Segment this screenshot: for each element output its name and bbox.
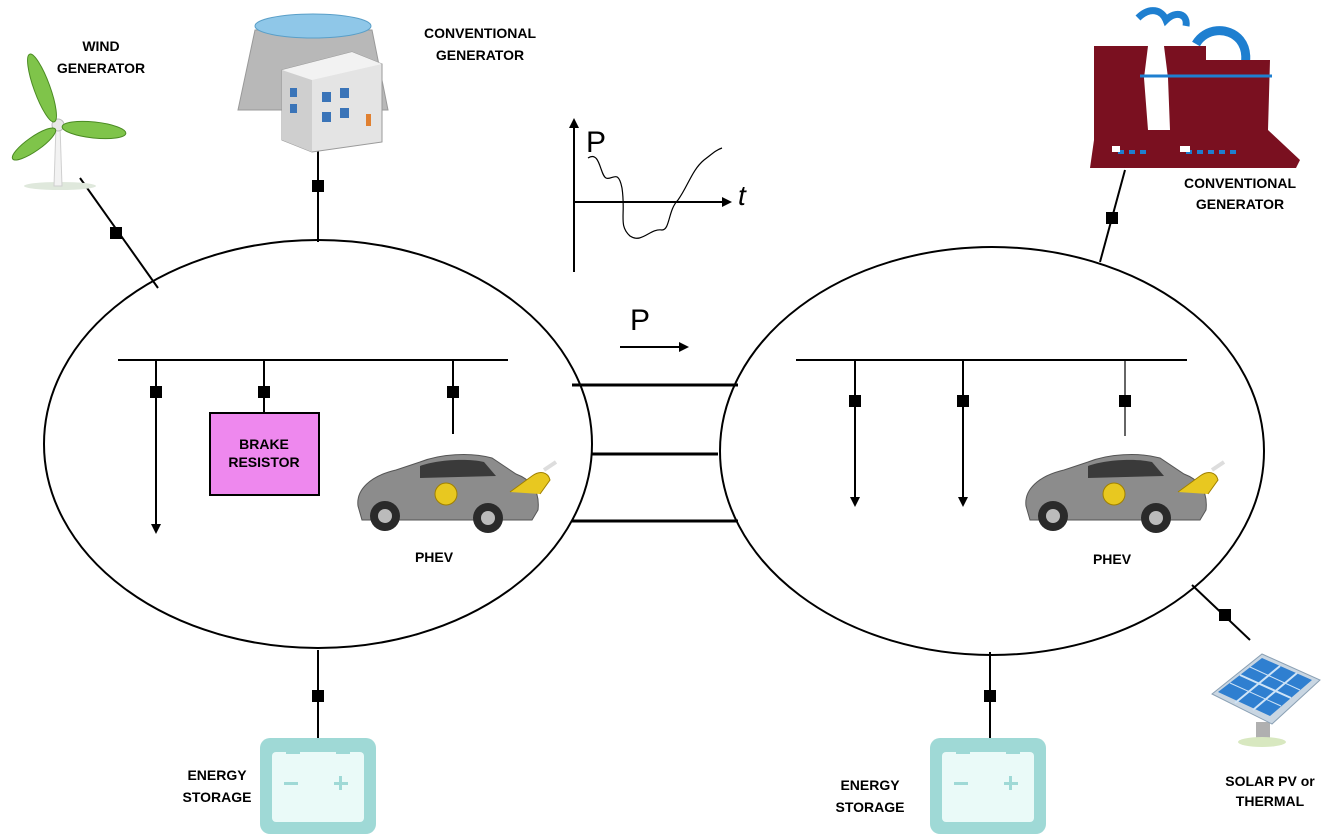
conventional-generator-left-line1: CONVENTIONAL	[424, 25, 536, 41]
tie-lines	[572, 383, 738, 523]
conventional-generator-right-line2: GENERATOR	[1196, 196, 1284, 212]
conventional-generator-right-line1: CONVENTIONAL	[1184, 175, 1296, 191]
power-flow: P	[620, 304, 689, 352]
electric-car-icon	[1025, 454, 1226, 533]
solar-line1: SOLAR PV or	[1225, 773, 1315, 789]
phev-right-label: PHEV	[1093, 551, 1132, 567]
brake-resistor: BRAKE RESISTOR	[209, 412, 320, 496]
graph-t-label: t	[738, 180, 747, 211]
right-busbar	[796, 359, 1187, 507]
energy-storage-left-line2: STORAGE	[183, 789, 252, 805]
phev-left-label: PHEV	[415, 549, 454, 565]
energy-storage-right-line1: ENERGY	[840, 777, 900, 793]
factory-icon	[237, 13, 389, 153]
conventional-generator-left-line2: GENERATOR	[436, 47, 524, 63]
right-area	[719, 246, 1265, 656]
energy-storage-right-line2: STORAGE	[836, 799, 905, 815]
brake-resistor-line2: RESISTOR	[228, 454, 299, 470]
battery-icon	[930, 738, 1046, 834]
energy-storage-left-line1: ENERGY	[187, 767, 247, 783]
power-flow-label: P	[630, 304, 650, 337]
connections	[79, 148, 1251, 738]
power-plant-icon	[1090, 7, 1300, 168]
wind-generator-line2: GENERATOR	[57, 60, 145, 76]
left-busbar	[118, 359, 508, 534]
solar-line2: THERMAL	[1236, 793, 1305, 809]
graph-p-label: P	[586, 126, 606, 159]
brake-resistor-line1: BRAKE	[239, 436, 289, 452]
battery-icon	[260, 738, 376, 834]
solar-panel-icon	[1211, 653, 1321, 747]
power-time-graph: P t	[569, 118, 747, 272]
wind-generator-line1: WIND	[82, 38, 119, 54]
wind-turbine-icon	[11, 53, 127, 190]
electric-car-icon	[357, 454, 558, 533]
